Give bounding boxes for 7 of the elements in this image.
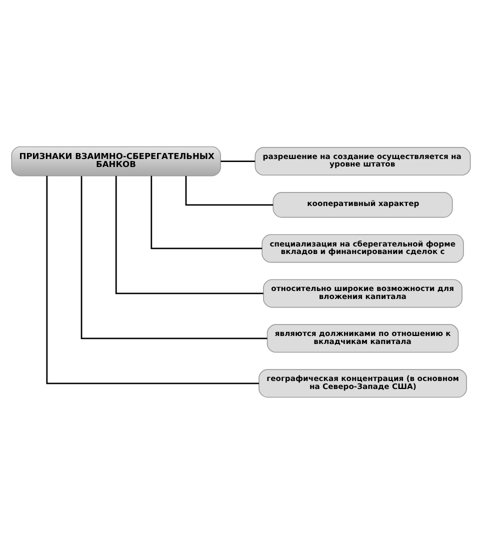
connector — [46, 175, 259, 384]
connector — [115, 175, 264, 294]
connector — [185, 176, 274, 206]
connector — [150, 175, 262, 249]
connector — [80, 176, 268, 339]
connector — [220, 160, 256, 162]
node-box: ПРИЗНАКИ ВЗАИМНО-СБЕРЕГАТЕЛЬНЫХ БАНКОВ — [11, 146, 221, 176]
